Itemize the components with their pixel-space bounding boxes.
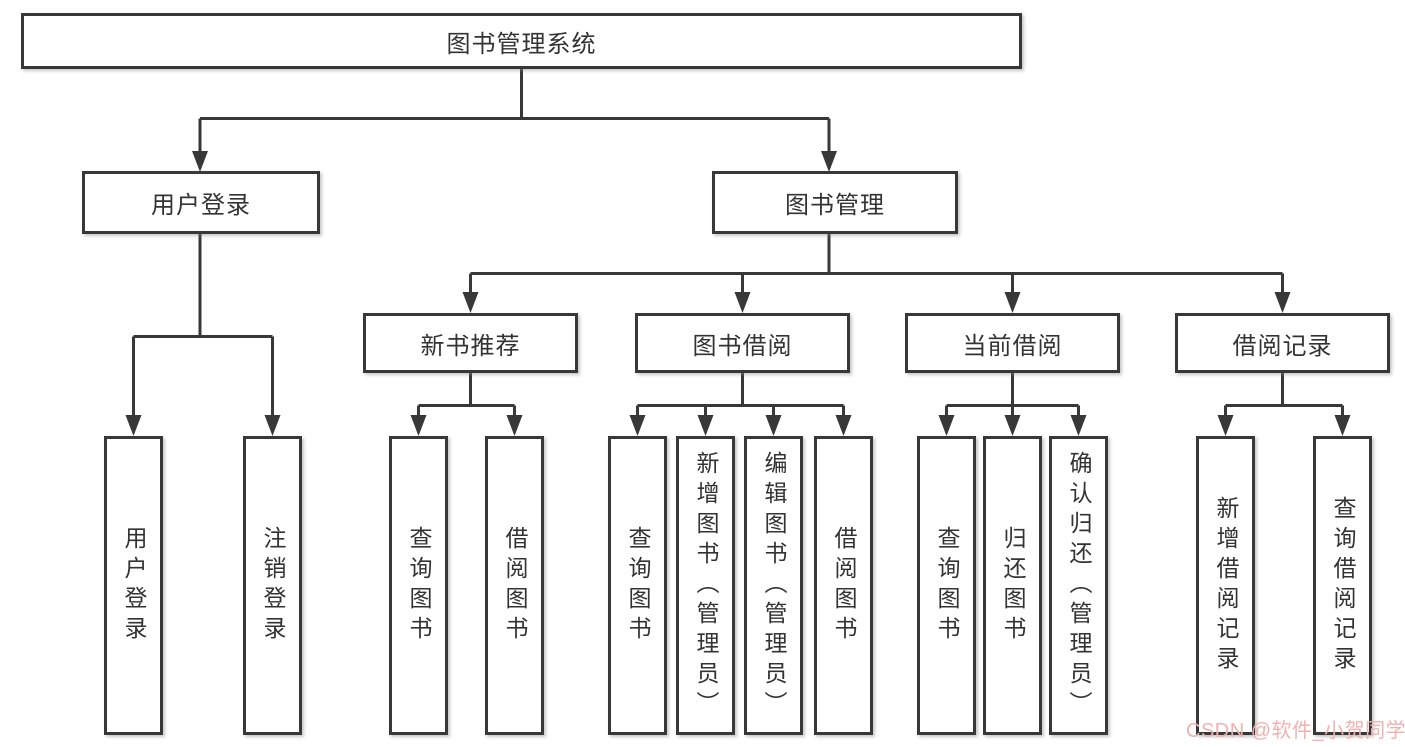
leaf-label: 查询图书 bbox=[625, 525, 651, 646]
leaf-label: 借阅图书 bbox=[502, 525, 528, 646]
leaf-logout: 注销登录 bbox=[243, 436, 302, 735]
leaf-bb-add-books-admin: 新增图书（管理员） bbox=[676, 436, 735, 735]
arrowhead-icon bbox=[192, 151, 208, 172]
leaf-cb-confirm-return-admin: 确认归还（管理员） bbox=[1049, 436, 1108, 735]
arrowhead-icon bbox=[821, 151, 837, 172]
arrowhead-icon bbox=[835, 415, 852, 436]
leaf-br-query-borrow-record: 查询借阅记录 bbox=[1313, 436, 1372, 735]
leaf-label: 归还图书 bbox=[1000, 525, 1026, 646]
node-label: 图书管理 bbox=[785, 192, 885, 219]
arrowhead-icon bbox=[410, 415, 427, 436]
arrowhead-icon bbox=[264, 415, 281, 436]
leaf-label: 编辑图书（管理员） bbox=[761, 450, 787, 721]
leaf-label: 新增图书（管理员） bbox=[693, 450, 719, 721]
leaf-nr-query-books: 查询图书 bbox=[389, 436, 448, 735]
arrowheads bbox=[125, 151, 1351, 436]
node-label: 用户登录 bbox=[151, 192, 251, 219]
node-label: 当前借阅 bbox=[962, 332, 1063, 360]
arrowhead-icon bbox=[1217, 415, 1234, 436]
leaf-label: 用户登录 bbox=[121, 525, 147, 646]
node-label: 图书管理系统 bbox=[446, 30, 597, 58]
connector-borrow-record-to-leaves bbox=[1224, 373, 1344, 419]
node-borrow-record: 借阅记录 bbox=[1175, 313, 1390, 373]
node-label: 图书借阅 bbox=[692, 332, 793, 360]
leaf-label: 查询图书 bbox=[934, 525, 960, 646]
arrowhead-icon bbox=[765, 415, 782, 436]
node-book-management: 图书管理 bbox=[712, 171, 958, 234]
node-book-borrow: 图书借阅 bbox=[635, 313, 850, 373]
node-new-book-recommend: 新书推荐 bbox=[363, 313, 578, 373]
node-current-borrow: 当前借阅 bbox=[905, 313, 1120, 373]
connector-current-borrow-to-leaves bbox=[945, 373, 1080, 419]
leaf-label: 新增借阅记录 bbox=[1213, 495, 1239, 676]
connector-new-book-rec-to-leaves bbox=[417, 373, 516, 419]
leaf-user-login: 用户登录 bbox=[104, 436, 163, 735]
leaf-br-add-borrow-record: 新增借阅记录 bbox=[1196, 436, 1255, 735]
arrowhead-icon bbox=[1070, 415, 1087, 436]
arrowhead-icon bbox=[629, 415, 646, 436]
leaf-cb-return-books: 归还图书 bbox=[983, 436, 1042, 735]
connector-root-to-level2 bbox=[198, 69, 831, 155]
leaf-cb-query-books: 查询图书 bbox=[917, 436, 976, 735]
leaf-bb-edit-books-admin: 编辑图书（管理员） bbox=[744, 436, 803, 735]
leaf-nr-borrow-books: 借阅图书 bbox=[485, 436, 544, 735]
leaf-label: 确认归还（管理员） bbox=[1066, 450, 1092, 721]
arrowhead-icon bbox=[697, 415, 714, 436]
leaf-label: 查询借阅记录 bbox=[1330, 495, 1356, 676]
arrowhead-icon bbox=[1004, 292, 1021, 313]
node-root-system: 图书管理系统 bbox=[21, 13, 1022, 69]
connector-book-borrow-to-leaves bbox=[636, 373, 845, 419]
leaf-label: 借阅图书 bbox=[831, 525, 857, 646]
leaf-bb-query-books: 查询图书 bbox=[608, 436, 667, 735]
leaf-label: 注销登录 bbox=[260, 525, 286, 646]
connector-user-login-to-leaves bbox=[132, 234, 274, 419]
node-user-login: 用户登录 bbox=[82, 171, 320, 234]
arrowhead-icon bbox=[734, 292, 751, 313]
arrowhead-icon bbox=[1274, 292, 1291, 313]
arrowhead-icon bbox=[1334, 415, 1351, 436]
arrowhead-icon bbox=[125, 415, 142, 436]
arrowhead-icon bbox=[506, 415, 523, 436]
arrowhead-icon bbox=[1004, 415, 1021, 436]
connector-book-mgmt-to-level3 bbox=[469, 234, 1284, 296]
node-label: 新书推荐 bbox=[420, 332, 521, 360]
leaf-bb-borrow-books: 借阅图书 bbox=[814, 436, 873, 735]
node-label: 借阅记录 bbox=[1232, 332, 1333, 360]
arrowhead-icon bbox=[462, 292, 479, 313]
leaf-label: 查询图书 bbox=[406, 525, 432, 646]
arrowhead-icon bbox=[938, 415, 955, 436]
watermark: CSDN @软件_小贺同学 bbox=[1186, 720, 1405, 742]
